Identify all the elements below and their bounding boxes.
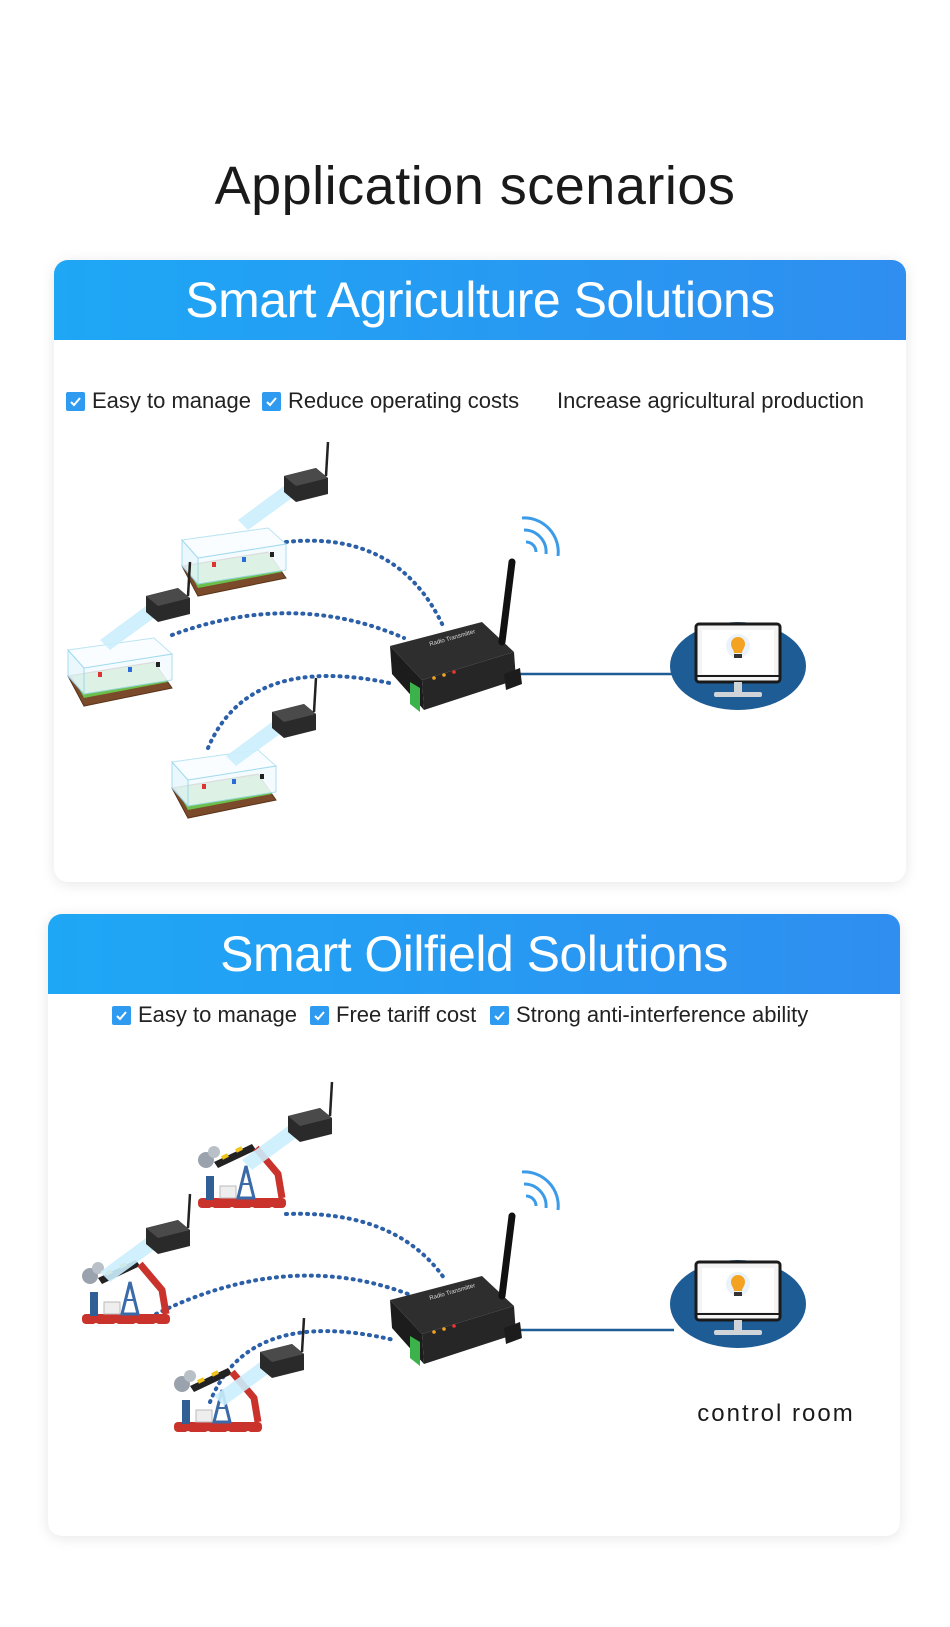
gateway-icon xyxy=(390,1216,522,1366)
greenhouse-icon xyxy=(181,527,287,597)
radio-module-icon xyxy=(236,440,330,532)
radio-module-icon xyxy=(224,676,318,768)
connection-line xyxy=(170,611,406,640)
agriculture-feature-3: Increase agricultural production xyxy=(557,388,864,414)
oilfield-card: Smart Oilfield Solutions Easy to manage … xyxy=(48,914,900,1536)
greenhouse-icon xyxy=(171,749,277,819)
check-icon xyxy=(262,391,281,411)
monitor-icon xyxy=(668,1258,808,1350)
oilfield-feature-1: Easy to manage xyxy=(112,1002,297,1028)
oilfield-network-diagram xyxy=(48,1080,808,1536)
connection-line xyxy=(206,674,396,750)
agriculture-banner: Smart Agriculture Solutions xyxy=(54,260,906,340)
agriculture-card: Smart Agriculture Solutions Easy to mana… xyxy=(54,260,906,882)
wifi-signal-icon xyxy=(520,516,560,558)
oilfield-banner: Smart Oilfield Solutions xyxy=(48,914,900,994)
agriculture-feature-1: Easy to manage xyxy=(66,388,251,414)
radio-module-icon xyxy=(212,1316,306,1408)
check-icon xyxy=(490,1005,509,1025)
agriculture-feature-label: Easy to manage xyxy=(92,388,251,413)
check-icon xyxy=(310,1005,329,1025)
connection-line xyxy=(154,1273,410,1316)
check-icon xyxy=(66,391,85,411)
oilfield-feature-3: Strong anti-interference ability xyxy=(490,1002,808,1028)
agriculture-feature-2: Reduce operating costs xyxy=(262,388,519,414)
agriculture-feature-label: Reduce operating costs xyxy=(288,388,520,413)
greenhouse-icon xyxy=(67,637,173,707)
gateway-icon xyxy=(390,562,522,712)
oilfield-feature-label: Easy to manage xyxy=(138,1002,297,1027)
page-title: Application scenarios xyxy=(214,156,736,216)
agriculture-feature-label: Increase agricultural production xyxy=(557,388,864,413)
agriculture-network-diagram xyxy=(67,440,808,819)
oilfield-feature-label: Free tariff cost xyxy=(336,1002,477,1027)
oilfield-feature-2: Free tariff cost xyxy=(310,1002,476,1028)
radio-module-icon xyxy=(240,1080,334,1172)
agriculture-features: Easy to manage Reduce operating costs In… xyxy=(54,388,906,418)
monitor-icon xyxy=(668,620,808,712)
radio-module-icon xyxy=(98,560,192,652)
connection-line xyxy=(284,1211,446,1280)
connection-line xyxy=(284,538,446,630)
oilfield-feature-label: Strong anti-interference ability xyxy=(516,1002,809,1027)
check-icon xyxy=(112,1005,131,1025)
control-room-label: control room xyxy=(697,1400,855,1427)
oilfield-features: Easy to manage Free tariff cost Strong a… xyxy=(48,1002,900,1032)
wifi-signal-icon xyxy=(520,1170,560,1212)
